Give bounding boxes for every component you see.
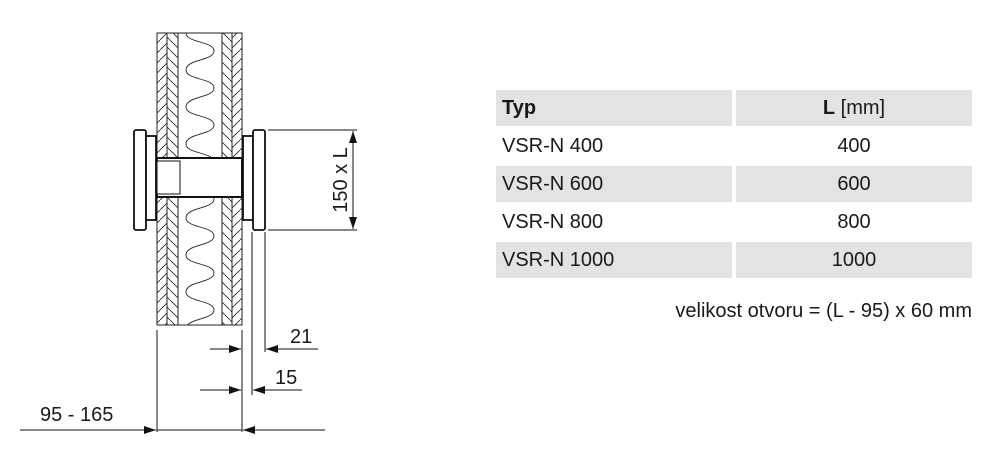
cell-type: VSR-N 1000 bbox=[496, 242, 732, 278]
duct bbox=[156, 157, 243, 198]
cell-l: 400 bbox=[837, 134, 871, 157]
cell-type: VSR-N 600 bbox=[496, 166, 732, 202]
flanges bbox=[133, 129, 266, 231]
dimension-lines bbox=[20, 129, 357, 434]
dim-15-label: 15 bbox=[275, 367, 297, 389]
table-row: VSR-N 400 400 bbox=[496, 128, 972, 164]
header-type: Typ bbox=[496, 90, 732, 126]
table-header: Typ L [mm] bbox=[496, 90, 972, 126]
dim-height-label: 150 x L bbox=[330, 147, 352, 213]
dim-wall-label: 95 - 165 bbox=[40, 404, 113, 426]
opening-size-note: velikost otvoru = (L - 95) x 60 mm bbox=[675, 300, 972, 322]
table-row: VSR-N 800 800 bbox=[496, 204, 972, 240]
header-l: L [mm] bbox=[736, 90, 972, 126]
cell-l: 800 bbox=[837, 210, 871, 233]
cell-type: VSR-N 800 bbox=[502, 210, 604, 233]
cell-l: 600 bbox=[736, 166, 972, 202]
cell-type: VSR-N 400 bbox=[502, 134, 604, 157]
cell-l: 1000 bbox=[736, 242, 972, 278]
header-l-unit: [mm] bbox=[835, 96, 886, 119]
header-l-symbol: L bbox=[822, 96, 836, 119]
dim-21-label: 21 bbox=[290, 326, 312, 348]
